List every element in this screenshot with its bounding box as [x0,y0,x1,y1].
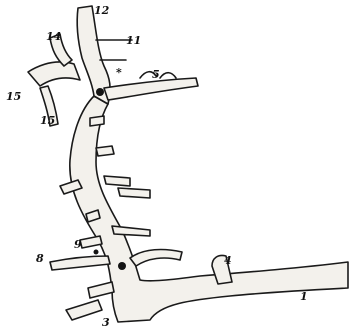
label-15-lower: 15 [40,114,55,127]
label-4: 4 [224,254,232,267]
label-14: 14 [46,30,61,43]
label-15-left: 15 [6,90,21,103]
label-9: 9 [74,238,82,251]
label-3: 3 [102,316,110,329]
left-upper-branch [28,34,80,126]
label-11: 11 [126,34,141,47]
right-upper-branches [96,40,198,100]
label-star: * [116,66,122,79]
label-5: 5 [152,68,160,81]
label-1: 1 [300,290,308,303]
label-12: 12 [94,4,110,17]
label-8: 8 [36,252,44,265]
